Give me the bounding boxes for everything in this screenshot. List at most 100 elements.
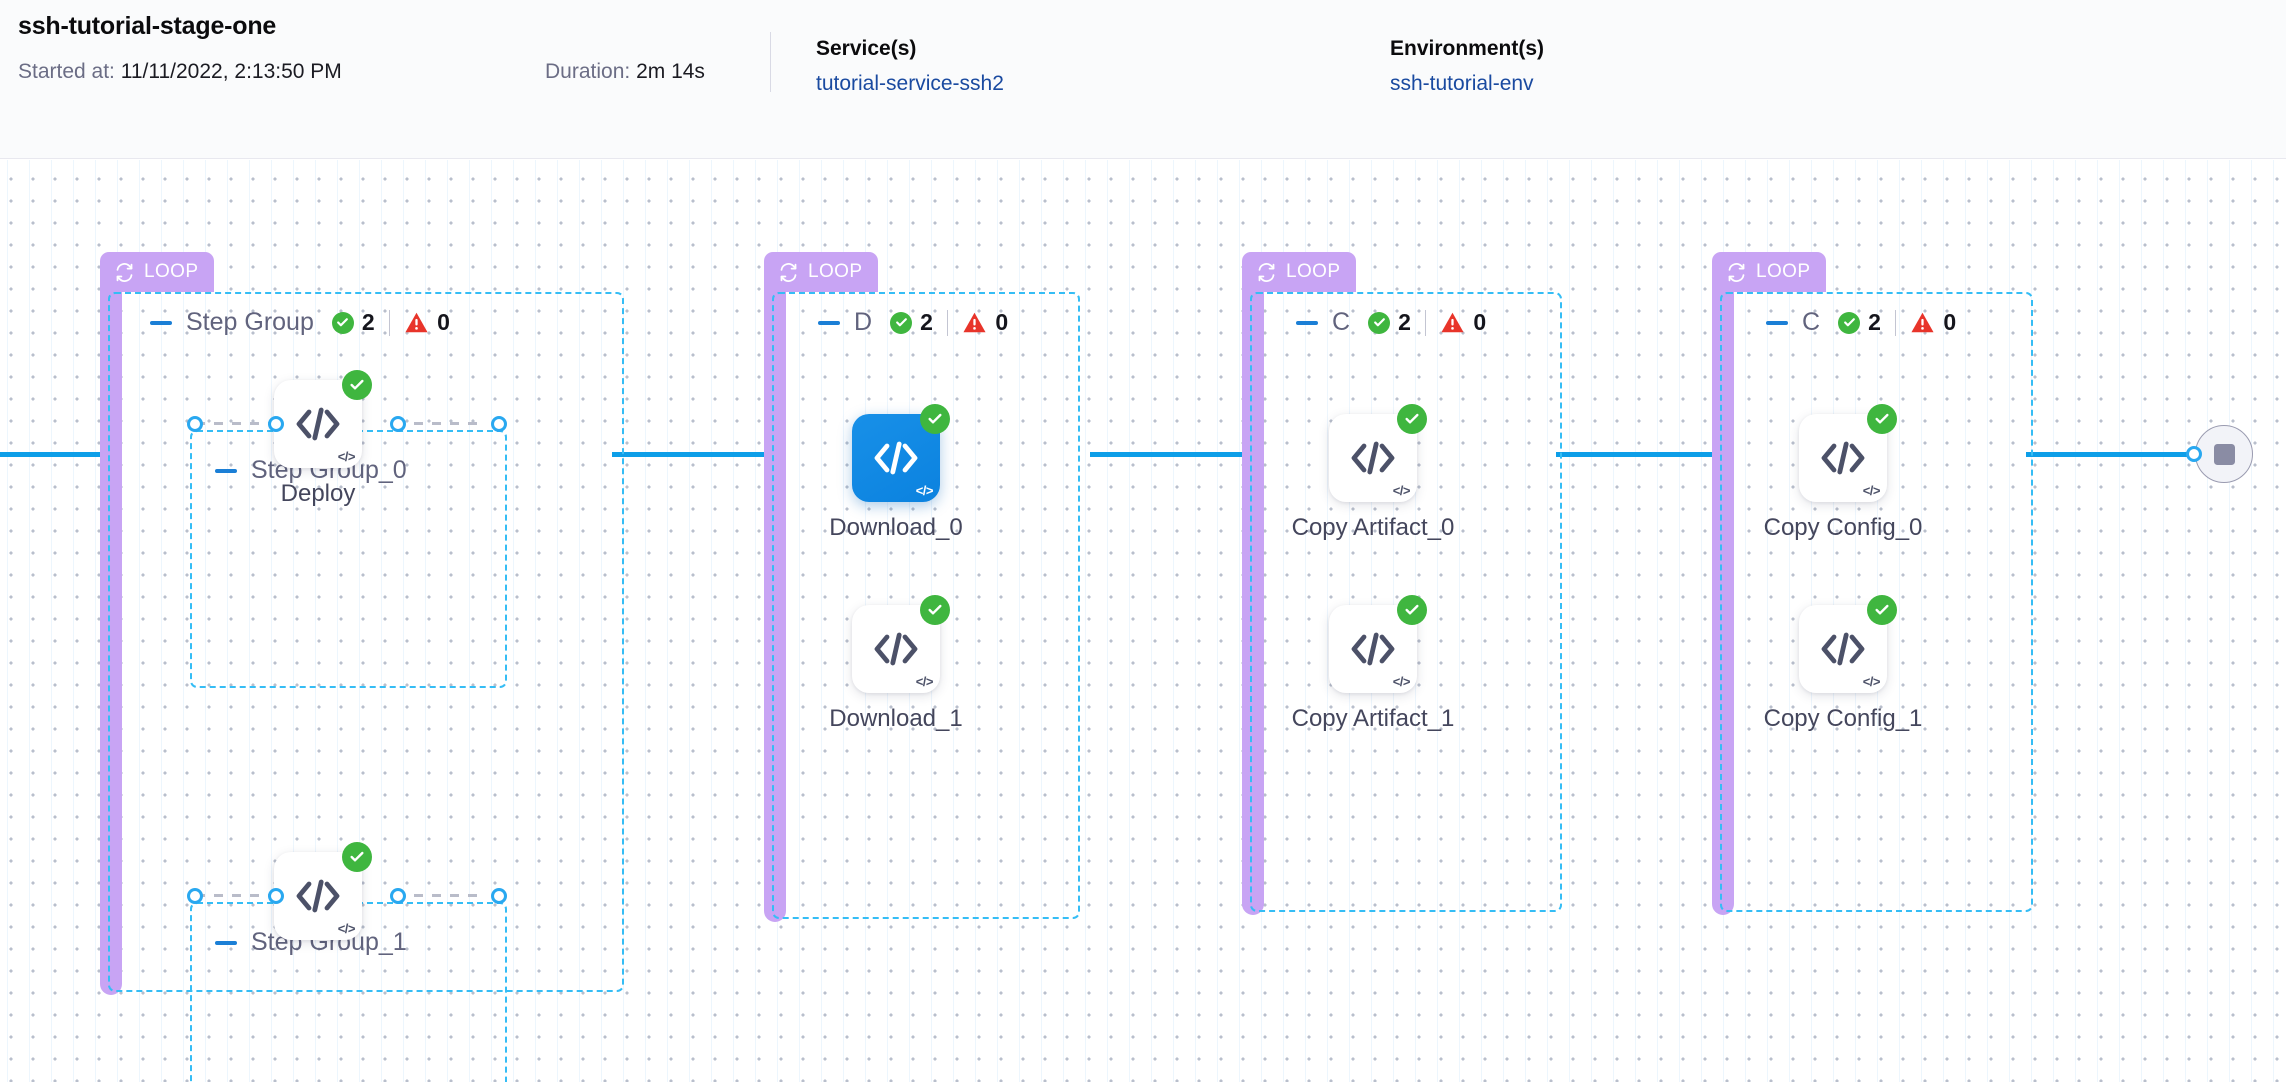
environments-value-link[interactable]: ssh-tutorial-env [1390, 72, 1534, 95]
loop-badge-2[interactable]: LOOP [764, 252, 879, 292]
node-card-copy-config-0[interactable]: </> [1799, 404, 1897, 502]
status-badge-success [1397, 595, 1427, 625]
success-stat: 2 [331, 309, 375, 336]
group-stats-copy-artifact: 2 0 [1368, 309, 1486, 336]
port-subgroup-out[interactable] [491, 416, 507, 432]
node-copy-config-0: </> Copy Config_0 [1764, 404, 1922, 541]
code-icon-small: </> [915, 483, 934, 498]
loop-badge-3[interactable]: LOOP [1242, 252, 1357, 292]
check-icon [1875, 604, 1889, 615]
node-download-0: </> Download_0 [829, 404, 963, 541]
group-header-copy-config: C 2 0 [1766, 308, 1956, 337]
loop-badge-1[interactable]: LOOP [100, 252, 215, 292]
group-label-copy-config: C [1802, 308, 1821, 336]
collapse-toggle-copy-artifact[interactable] [1296, 320, 1318, 325]
check-icon [1875, 413, 1889, 424]
connector-rail-3 [1556, 452, 1712, 457]
collapse-toggle-step-group-1[interactable] [215, 940, 237, 945]
error-count: 0 [437, 309, 450, 335]
header-divider [770, 32, 771, 92]
loop-badge-4[interactable]: LOOP [1712, 252, 1827, 292]
check-icon [1405, 413, 1419, 424]
check-circle-icon [1368, 311, 1391, 334]
started-at-row: Started at: 11/11/2022, 2:13:50 PM [18, 60, 342, 84]
group-header-copy-artifact: C 2 0 [1296, 308, 1486, 337]
status-badge-success [342, 370, 372, 400]
loop-body-1 [108, 292, 624, 992]
loop-side-bar-4 [1712, 280, 1734, 915]
code-icon [296, 879, 340, 913]
connector-rail-1 [612, 452, 772, 457]
port-deploy-out[interactable] [390, 416, 406, 432]
collapse-toggle-download[interactable] [818, 320, 840, 325]
success-count: 2 [1868, 309, 1881, 335]
collapse-toggle-copy-config[interactable] [1766, 320, 1788, 325]
collapse-toggle-step-group[interactable] [150, 320, 172, 325]
code-icon-small: </> [1392, 674, 1411, 689]
port-sg1-node-out[interactable] [390, 888, 406, 904]
warning-triangle-icon [405, 312, 428, 333]
node-label-copy-config-0: Copy Config_0 [1763, 514, 1923, 541]
code-icon [1821, 441, 1865, 475]
port-deploy-in[interactable] [268, 416, 284, 432]
loop-badge-label-1: LOOP [144, 261, 199, 282]
port-sg1-node-in[interactable] [268, 888, 284, 904]
check-circle-icon [331, 311, 354, 334]
services-title: Service(s) [816, 37, 917, 60]
collapse-toggle-step-group-0[interactable] [215, 468, 237, 473]
group-header-step-group: Step Group 2 0 [150, 308, 450, 337]
status-badge-success [1867, 595, 1897, 625]
node-card-step-group-1-step[interactable]: </> [274, 842, 372, 940]
loop-icon [1728, 262, 1745, 282]
check-icon [350, 379, 364, 390]
services-block: Service(s) tutorial-service-ssh2 [816, 37, 1004, 96]
group-stats-step-group: 2 0 [331, 309, 450, 336]
status-badge-success [920, 404, 950, 434]
node-card-copy-config-1[interactable]: </> [1799, 595, 1897, 693]
node-download-1: </> Download_1 [829, 595, 963, 732]
success-count: 2 [361, 309, 375, 335]
started-at-label: Started at: [18, 60, 115, 83]
node-card-copy-artifact-1[interactable]: </> [1329, 595, 1427, 693]
error-count: 0 [1473, 309, 1487, 335]
group-stats-copy-config: 2 0 [1838, 309, 1956, 336]
node-label-copy-artifact-0: Copy Artifact_0 [1291, 514, 1455, 541]
loop-badge-label-2: LOOP [808, 261, 863, 282]
port-subgroup1-out[interactable] [491, 888, 507, 904]
dash-connector-left-deploy [196, 422, 276, 425]
port-subgroup-in[interactable] [187, 416, 203, 432]
code-icon-small: </> [1862, 483, 1881, 498]
page-title: ssh-tutorial-stage-one [18, 12, 277, 40]
end-node-button[interactable] [2195, 425, 2253, 483]
loop-body-3 [1250, 292, 1562, 912]
warning-triangle-icon [1441, 312, 1464, 333]
status-badge-success [342, 842, 372, 872]
environments-title: Environment(s) [1390, 37, 1545, 60]
stat-divider [1424, 309, 1427, 336]
node-card-copy-artifact-0[interactable]: </> [1329, 404, 1427, 502]
status-badge-success [920, 595, 950, 625]
loop-body-2 [772, 292, 1080, 919]
stat-divider [1894, 309, 1897, 336]
execution-header: ssh-tutorial-stage-one Started at: 11/11… [0, 0, 2286, 159]
dash-connector-right-sg1 [396, 894, 478, 897]
loop-icon [116, 262, 133, 282]
loop-icon [780, 262, 797, 282]
error-count: 0 [995, 309, 1009, 335]
end-node-port[interactable] [2186, 446, 2202, 462]
node-card-download-1[interactable]: </> [852, 595, 950, 693]
pipeline-canvas[interactable]: LOOP Step Group 2 0 [0, 160, 2286, 1082]
node-card-deploy[interactable]: </> [274, 370, 372, 468]
group-label-download: D [854, 308, 873, 336]
group-header-download: D 2 0 [818, 308, 1008, 337]
code-icon [874, 632, 918, 666]
check-icon [1405, 604, 1419, 615]
code-icon [874, 441, 918, 475]
code-icon [1351, 441, 1395, 475]
port-subgroup1-in[interactable] [187, 888, 203, 904]
error-count: 0 [1943, 309, 1957, 335]
services-value-link[interactable]: tutorial-service-ssh2 [816, 72, 1004, 95]
node-card-download-0[interactable]: </> [852, 404, 950, 502]
success-count: 2 [920, 309, 933, 335]
code-icon [1821, 632, 1865, 666]
